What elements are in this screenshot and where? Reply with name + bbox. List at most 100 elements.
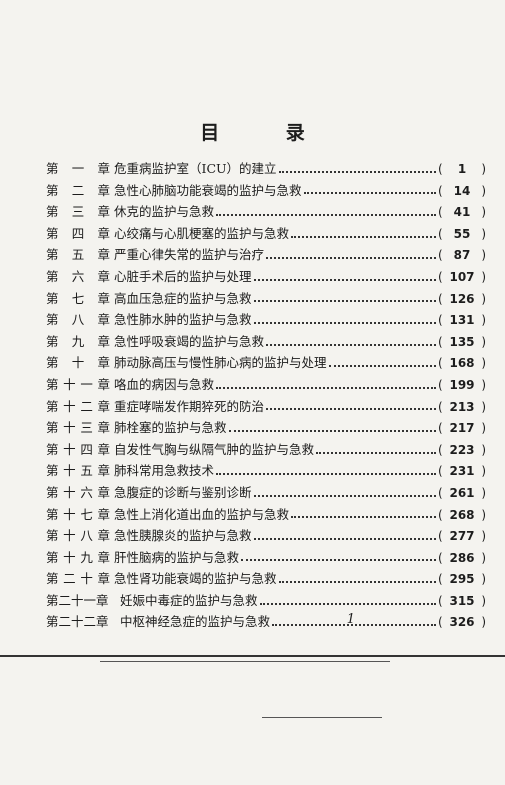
page-ref-number: 268 xyxy=(449,507,475,522)
toc-entry: 第三章休克的监护与急救(41) xyxy=(46,201,486,223)
toc-entry: 第十章肺动脉高压与慢性肺心病的监护与处理(168) xyxy=(46,352,486,374)
paren-open: ( xyxy=(438,248,443,263)
paren-close: ) xyxy=(481,205,486,220)
chapter-title: 严重心律失常的监护与治疗 xyxy=(114,247,265,263)
paren-close: ) xyxy=(481,377,486,392)
toc-entry: 第七章高血压急症的监护与急救(126) xyxy=(46,288,486,310)
chapter-title: 休克的监护与急救 xyxy=(114,204,215,220)
paren-close: ) xyxy=(481,464,486,479)
chapter-title: 急性呼吸衰竭的监护与急救 xyxy=(114,333,265,349)
paren-close: ) xyxy=(481,593,486,608)
page-ref: (223) xyxy=(438,443,486,457)
toc-entry: 第二十二章中枢神经急症的监护与急救(326) xyxy=(46,611,486,633)
page-ref-number: 41 xyxy=(453,205,471,220)
leader-dots xyxy=(266,408,436,411)
paren-open: ( xyxy=(438,399,443,414)
chapter-title: 危重病监护室（ICU）的建立 xyxy=(114,161,277,176)
page-ref-number: 261 xyxy=(449,485,475,500)
chapter-label: 第六章 xyxy=(46,268,110,284)
chapter-title: 急性肺水肿的监护与急救 xyxy=(114,312,252,328)
leader-dots xyxy=(228,429,436,432)
page-ref: (326) xyxy=(438,615,486,629)
page-ref-number: 87 xyxy=(453,248,471,263)
chapter-label: 第八章 xyxy=(46,312,110,328)
leader-dots xyxy=(266,343,436,346)
chapter-title: 重症哮喘发作期猝死的防治 xyxy=(114,398,265,414)
chapter-label: 第十六章 xyxy=(46,484,110,500)
chapter-title: 自发性气胸与纵隔气肿的监护与急救 xyxy=(114,441,315,457)
leader-dots xyxy=(253,300,436,303)
chapter-label: 第十五章 xyxy=(46,463,110,479)
chapter-label: 第十四章 xyxy=(46,441,110,457)
paren-open: ( xyxy=(438,529,443,544)
page-ref-number: 107 xyxy=(449,269,475,284)
paren-close: ) xyxy=(481,356,486,371)
chapter-title: 中枢神经急症的监护与急救 xyxy=(120,614,271,630)
page-ref: (1) xyxy=(438,162,486,176)
leader-dots xyxy=(259,602,436,605)
leader-dots xyxy=(278,170,436,173)
toc-entry: 第十一章咯血的病因与急救(199) xyxy=(46,374,486,396)
paren-open: ( xyxy=(438,356,443,371)
page-title: 目 录 xyxy=(200,122,335,144)
paren-close: ) xyxy=(481,442,486,457)
paren-open: ( xyxy=(438,269,443,284)
chapter-label: 第十三章 xyxy=(46,420,110,436)
chapter-label: 第九章 xyxy=(46,333,110,349)
page-number: 1 xyxy=(346,612,355,627)
paren-close: ) xyxy=(481,615,486,630)
leader-dots xyxy=(253,278,436,281)
chapter-title: 急性肾功能衰竭的监护与急救 xyxy=(114,571,277,587)
page-ref: (315) xyxy=(438,594,486,608)
paren-open: ( xyxy=(438,572,443,587)
chapter-label: 第一章 xyxy=(46,161,110,176)
chapter-title: 肺动脉高压与慢性肺心病的监护与处理 xyxy=(114,355,327,371)
page-ref-number: 135 xyxy=(449,334,475,349)
leader-dots xyxy=(291,235,436,238)
paren-open: ( xyxy=(438,205,443,220)
page-ref: (295) xyxy=(438,572,486,586)
page-ref-number: 14 xyxy=(453,183,471,198)
chapter-label: 第二十章 xyxy=(46,571,110,587)
chapter-title: 肺科常用急救技术 xyxy=(114,463,215,479)
page-ref: (168) xyxy=(438,356,486,370)
toc-entry: 第十六章急腹症的诊断与鉴别诊断(261) xyxy=(46,482,486,504)
paren-open: ( xyxy=(438,334,443,349)
page-ref-number: 126 xyxy=(449,291,475,306)
leader-dots xyxy=(278,581,436,584)
paren-close: ) xyxy=(481,183,486,198)
paren-close: ) xyxy=(481,248,486,263)
toc-entry: 第十四章自发性气胸与纵隔气肿的监护与急救 (223) xyxy=(46,439,486,461)
leader-dots xyxy=(253,321,436,324)
page-ref: (55) xyxy=(438,227,486,241)
toc-entry: 第十二章重症哮喘发作期猝死的防治(213) xyxy=(46,396,486,418)
page-ref-number: 55 xyxy=(453,226,471,241)
paren-open: ( xyxy=(438,593,443,608)
table-of-contents: 第一章危重病监护室（ICU）的建立(1)第二章急性心肺脑功能衰竭的监护与急救(1… xyxy=(46,158,486,633)
toc-entry: 第六章心脏手术后的监护与处理(107) xyxy=(46,266,486,288)
page-ref-number: 223 xyxy=(449,442,475,457)
leader-dots xyxy=(303,192,436,195)
chapter-label: 第十一章 xyxy=(46,376,110,392)
leader-dots xyxy=(272,624,436,627)
paren-open: ( xyxy=(438,442,443,457)
page-ref-number: 199 xyxy=(449,377,475,392)
chapter-label: 第五章 xyxy=(46,247,110,263)
leader-dots xyxy=(216,473,436,476)
chapter-title: 急性胰腺炎的监护与急救 xyxy=(114,528,252,544)
page-ref: (126) xyxy=(438,292,486,306)
paren-open: ( xyxy=(438,485,443,500)
page-ref: (268) xyxy=(438,508,486,522)
divider xyxy=(0,655,505,657)
paren-close: ) xyxy=(481,313,486,328)
page-ref: (131) xyxy=(438,313,486,327)
paren-close: ) xyxy=(481,399,486,414)
page-ref: (87) xyxy=(438,248,486,262)
paren-close: ) xyxy=(481,334,486,349)
paren-close: ) xyxy=(481,507,486,522)
toc-entry: 第十三章肺栓塞的监护与急救(217) xyxy=(46,417,486,439)
paren-open: ( xyxy=(438,464,443,479)
page-ref-number: 326 xyxy=(449,615,475,630)
paren-open: ( xyxy=(438,162,443,176)
page-ref-number: 295 xyxy=(449,572,475,587)
